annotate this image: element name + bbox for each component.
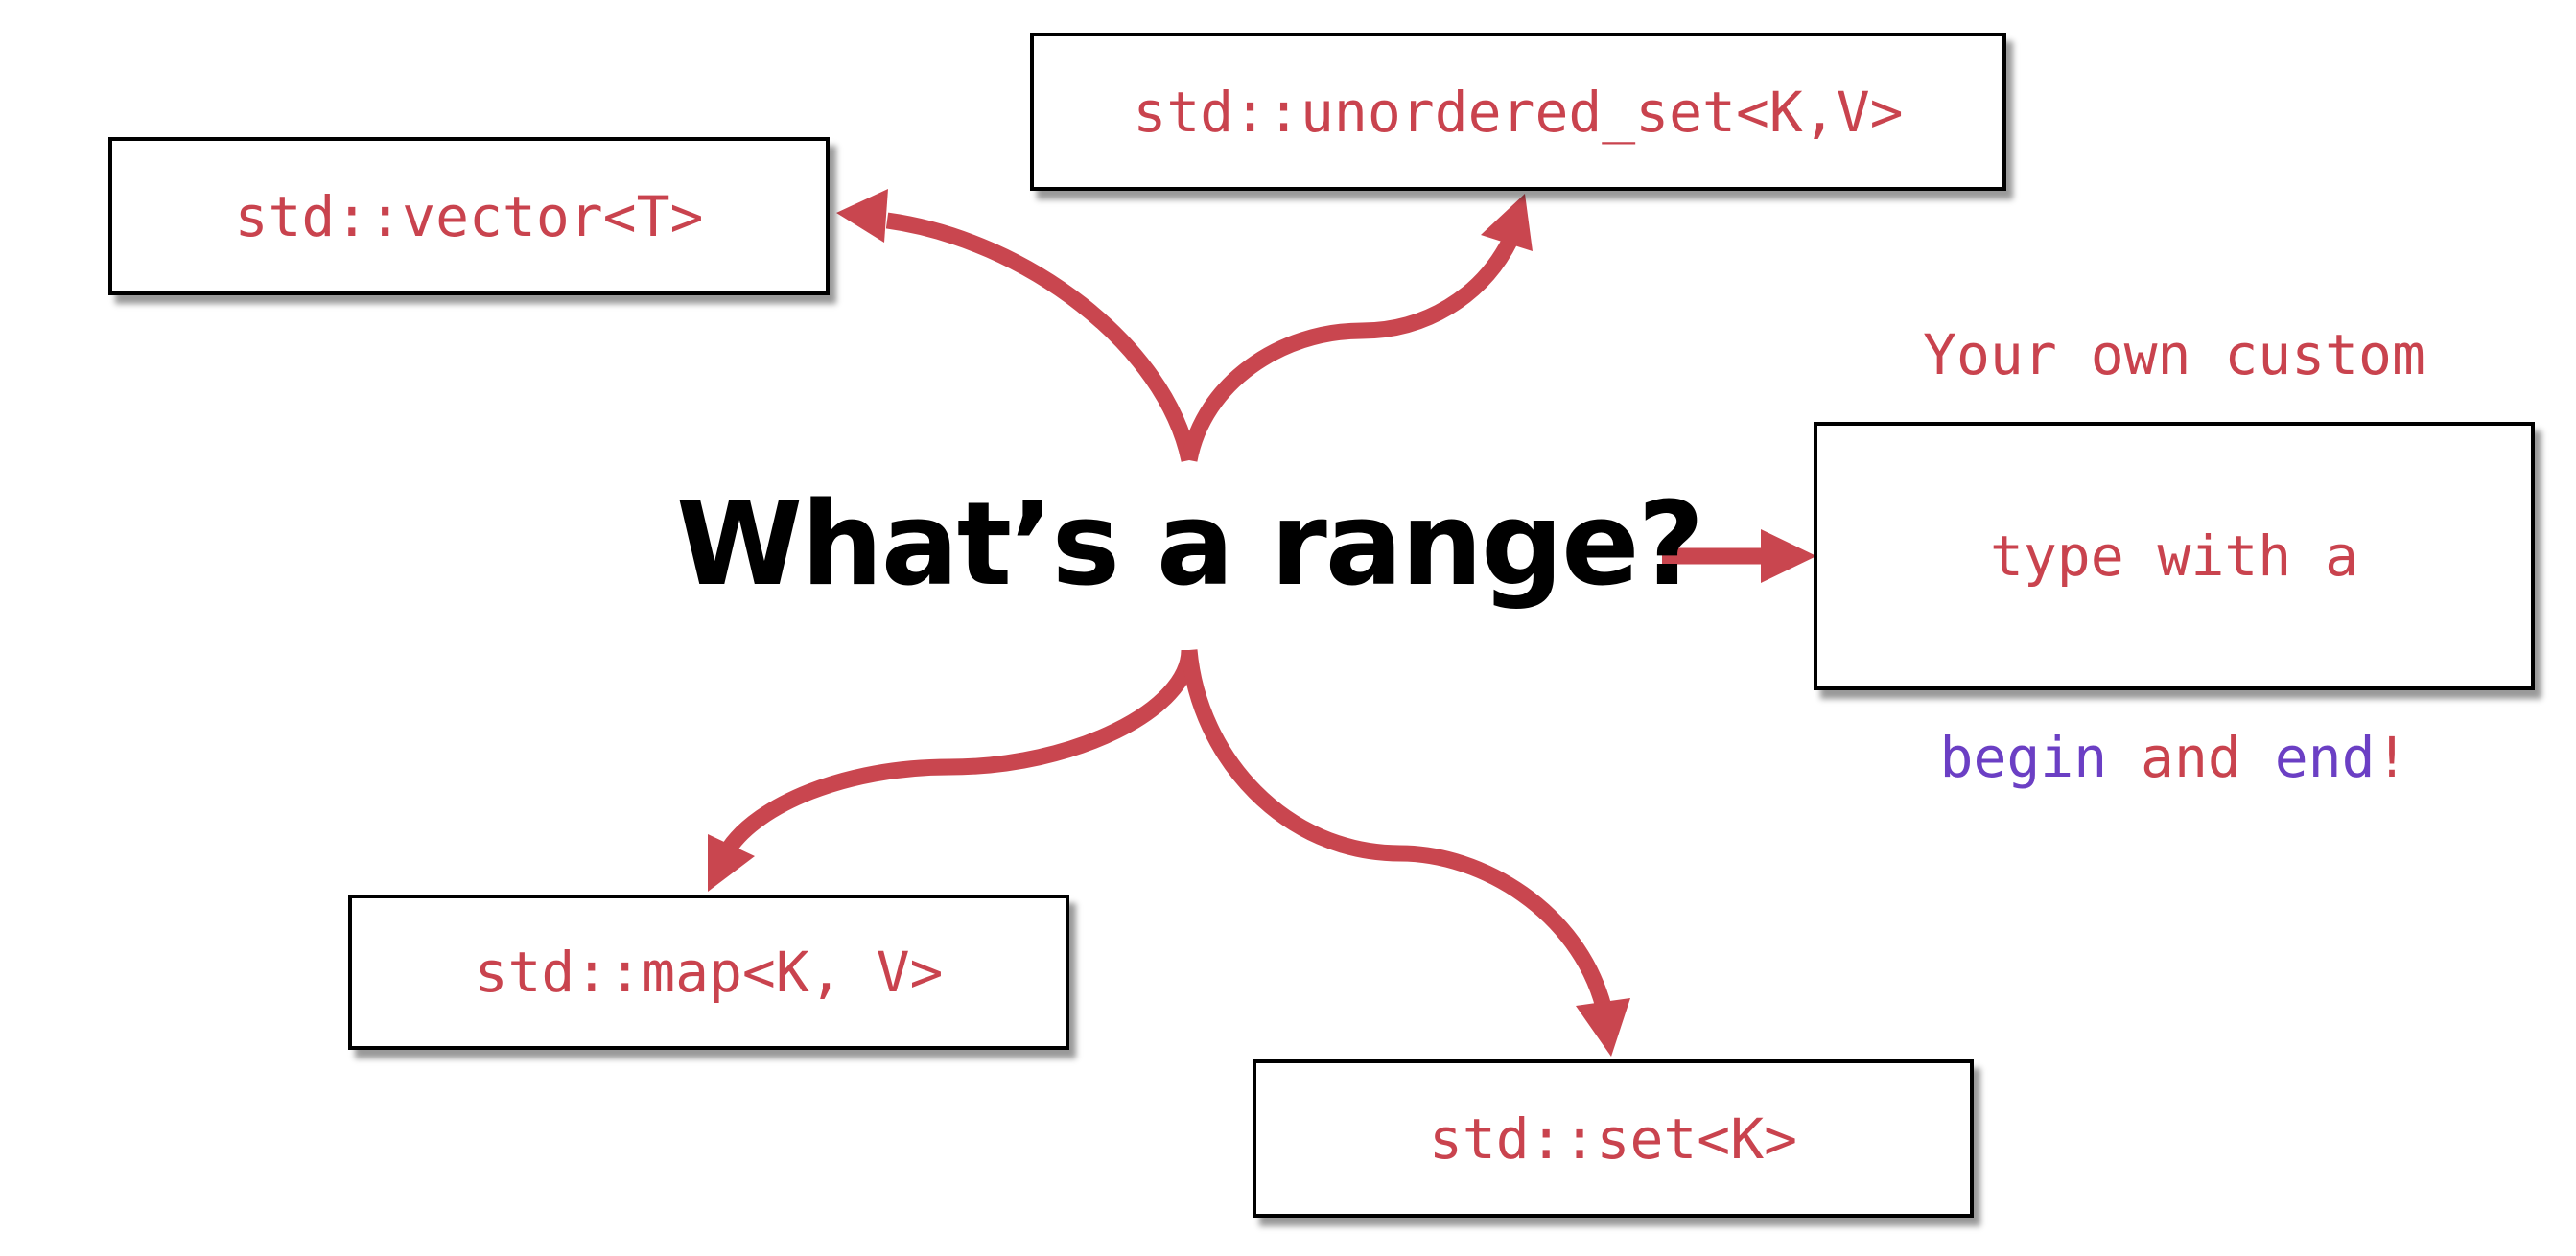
- box-std-map: std::map<K, V>: [348, 895, 1069, 1050]
- box-std-unordered-set-label: std::unordered_set<K,V>: [1133, 79, 1904, 145]
- box-std-map-label: std::map<K, V>: [474, 940, 944, 1005]
- arrow-to-set: [1181, 649, 1612, 1010]
- begin-keyword: begin: [1939, 725, 2108, 790]
- bang-text: !: [2375, 725, 2409, 790]
- arrowhead-map: [708, 834, 755, 892]
- diagram-title: What’s a range?: [675, 477, 1704, 612]
- box-custom-type-text: Your own custom type with a begin and en…: [1923, 187, 2425, 925]
- and-text: and: [2107, 725, 2275, 790]
- arrow-to-unordered-set: [1181, 236, 1518, 462]
- box-std-vector-label: std::vector<T>: [234, 183, 704, 249]
- box-std-unordered-set: std::unordered_set<K,V>: [1030, 33, 2006, 191]
- custom-line-3: begin and end!: [1923, 724, 2425, 791]
- box-std-vector: std::vector<T>: [108, 137, 830, 295]
- box-std-set-label: std::set<K>: [1428, 1105, 1798, 1172]
- arrowhead-set: [1576, 998, 1630, 1057]
- custom-line-1: Your own custom: [1923, 322, 2425, 387]
- arrowhead-unordered-set: [1481, 194, 1533, 251]
- arrowhead-vector: [836, 189, 888, 243]
- end-keyword: end: [2274, 725, 2376, 790]
- box-std-set: std::set<K>: [1253, 1059, 1974, 1218]
- arrow-to-map: [721, 649, 1198, 853]
- arrowhead-custom: [1761, 529, 1816, 583]
- custom-line-2: type with a: [1989, 523, 2359, 589]
- arrow-to-vector: [885, 212, 1198, 462]
- box-custom-type: Your own custom type with a begin and en…: [1814, 322, 2535, 790]
